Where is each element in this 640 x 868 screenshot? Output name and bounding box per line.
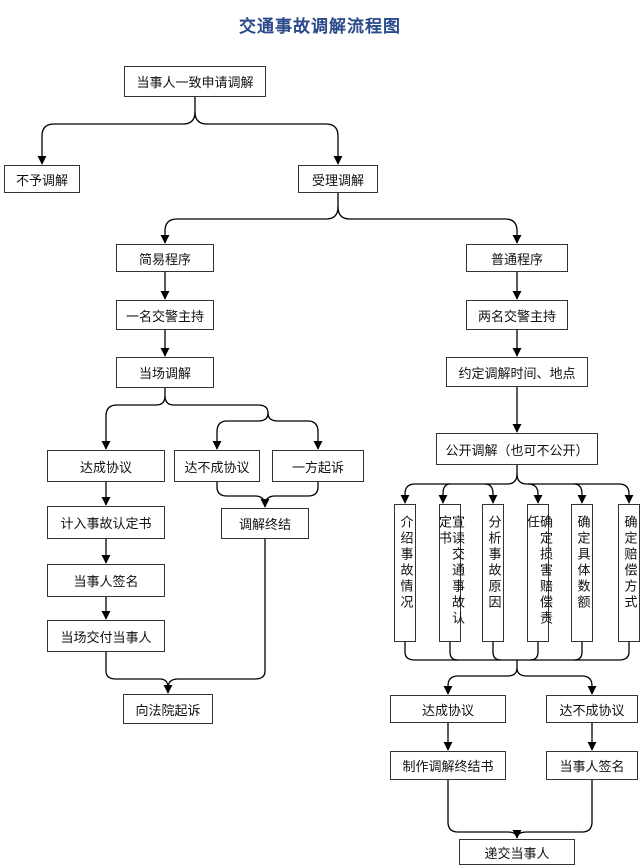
- step-box-2: 宣读交通事故认定书: [436, 504, 464, 642]
- node-fail-left: 达不成协议: [174, 450, 260, 482]
- node-onsite: 当场调解: [116, 357, 214, 388]
- node-one-sue: 一方起诉: [272, 450, 364, 482]
- node-reject: 不予调解: [4, 165, 80, 193]
- node-sign-right: 当事人签名: [546, 751, 638, 780]
- node-agree-left: 达成协议: [47, 450, 165, 482]
- node-normal: 普通程序: [466, 244, 568, 272]
- node-apply: 当事人一致申请调解: [124, 66, 266, 97]
- step-label-3: 分析事故原因: [485, 515, 501, 611]
- node-record: 计入事故认定书: [47, 506, 165, 539]
- step-box-4: 确定损害赔偿责任: [524, 504, 552, 642]
- step-label-2: 宣读交通事故认定书: [436, 515, 464, 627]
- node-fail-right: 达不成协议: [546, 695, 638, 723]
- node-accept: 受理调解: [298, 165, 378, 193]
- node-make-doc: 制作调解终结书: [390, 751, 506, 780]
- step-label-5: 确定具体数额: [574, 515, 590, 611]
- node-deliver: 递交当事人: [459, 839, 575, 865]
- step-label-6: 确定赔偿方式: [621, 515, 637, 611]
- node-deliver-onsite: 当场交付当事人: [47, 620, 165, 652]
- diagram-title: 交通事故调解流程图: [239, 17, 401, 37]
- node-simple: 简易程序: [116, 244, 214, 272]
- node-two-police: 两名交警主持: [466, 300, 568, 330]
- step-box-5: 确定具体数额: [571, 504, 593, 642]
- node-one-police: 一名交警主持: [116, 300, 214, 330]
- step-label-1: 介绍事故情况: [397, 515, 413, 611]
- node-court: 向法院起诉: [123, 694, 213, 724]
- step-label-4: 确定损害赔偿责任: [524, 515, 552, 627]
- node-agree-right: 达成协议: [390, 695, 506, 723]
- step-box-1: 介绍事故情况: [394, 504, 416, 642]
- node-schedule: 约定调解时间、地点: [446, 357, 588, 387]
- node-end-mediation: 调解终结: [221, 508, 309, 539]
- step-box-3: 分析事故原因: [482, 504, 504, 642]
- node-public: 公开调解（也可不公开）: [436, 433, 598, 465]
- step-box-6: 确定赔偿方式: [618, 504, 640, 642]
- node-sign-left: 当事人签名: [47, 564, 165, 597]
